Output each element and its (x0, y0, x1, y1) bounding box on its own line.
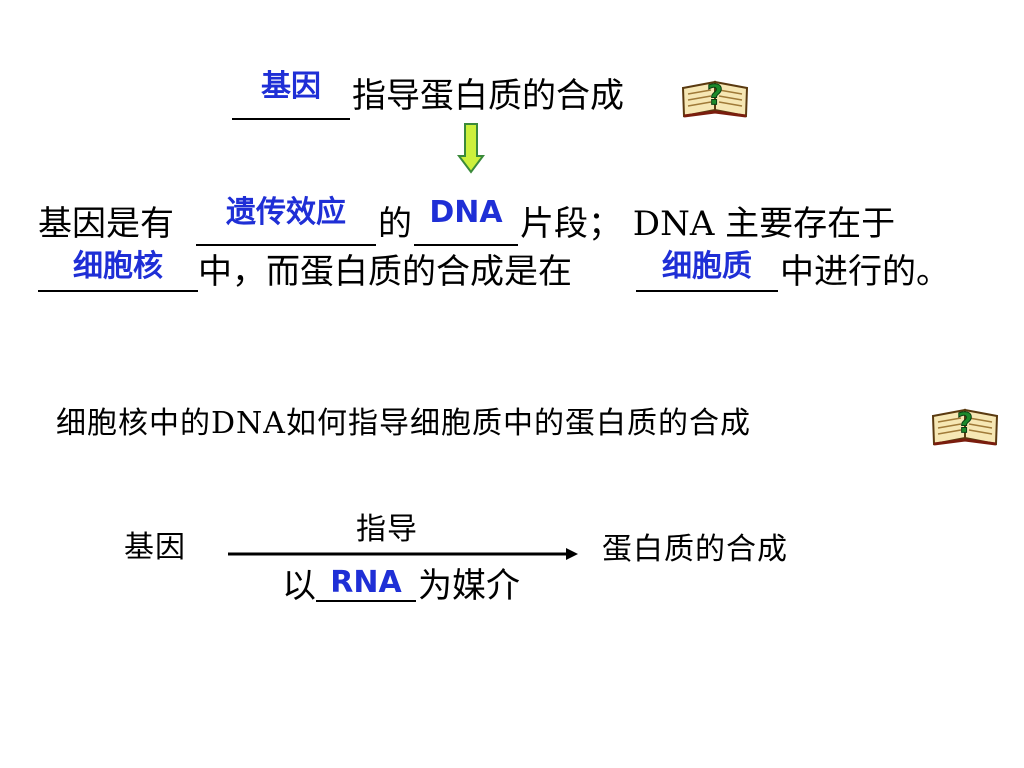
book-question-icon: ? (681, 78, 749, 118)
answer-4: 细胞质 (662, 249, 752, 284)
statement-line1-prefix: 基因是有 (38, 204, 174, 244)
question-text: 细胞核中的DNA如何指导细胞质中的蛋白质的合成 (56, 406, 751, 441)
svg-text:?: ? (957, 406, 973, 439)
answer-2: DNA (429, 195, 503, 230)
title-answer: 基因 (261, 69, 321, 104)
diagram-right: 蛋白质的合成 (602, 532, 788, 567)
blank-5 (316, 566, 416, 602)
diagram-below-suffix: 为媒介 (418, 566, 520, 606)
right-arrow-icon (228, 548, 578, 560)
svg-text:?: ? (707, 78, 723, 111)
statement-line2-mid: 中，而蛋白质的合成是在 (198, 252, 572, 292)
blank-3 (38, 256, 198, 292)
title-text: 指导蛋白质的合成 (352, 76, 624, 116)
diagram-left: 基因 (124, 530, 186, 565)
down-arrow-icon (457, 123, 485, 174)
blank-2 (414, 210, 518, 246)
answer-5: RNA (330, 565, 402, 600)
title-blank (232, 84, 350, 120)
diagram-above-arrow: 指导 (356, 512, 418, 547)
diagram-below-prefix: 以 (282, 566, 316, 606)
answer-3: 细胞核 (73, 249, 163, 284)
blank-4 (636, 256, 778, 292)
book-question-icon: ? (931, 406, 999, 446)
statement-line1-suffix: 片段； DNA 主要存在于 (520, 204, 896, 244)
statement-line1-mid: 的 (378, 204, 412, 244)
answer-1: 遗传效应 (226, 195, 346, 230)
statement-line2-suffix: 中进行的。 (780, 252, 950, 292)
blank-1 (196, 210, 376, 246)
